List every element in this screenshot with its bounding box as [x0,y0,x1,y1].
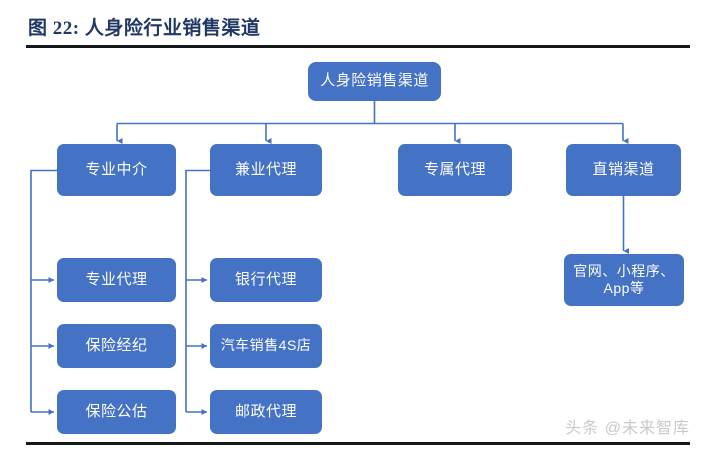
node-postal-agency[interactable]: 邮政代理 [210,390,322,434]
page-title: 图 22: 人身险行业销售渠道 [28,18,261,39]
node-part-time-agency[interactable]: 兼业代理 [210,144,322,196]
edge-n1-spine [30,169,57,412]
node-root-sales-channels[interactable]: 人身险销售渠道 [308,62,441,101]
figure-divider-bottom [26,442,690,445]
node-auto-4s-dealership[interactable]: 汽车销售4S店 [210,324,322,368]
node-professional-intermediary[interactable]: 专业中介 [57,144,176,196]
node-insurance-brokerage[interactable]: 保险经纪 [57,324,176,368]
watermark: 头条 @未来智库 [565,420,690,437]
node-exclusive-agency[interactable]: 专属代理 [398,144,512,196]
edge-n2-spine [185,169,210,412]
title-divider-top [26,45,690,48]
node-bank-agency[interactable]: 银行代理 [210,258,322,302]
node-direct-sales-channel[interactable]: 直销渠道 [566,144,681,196]
node-official-site-miniprogram-app[interactable]: 官网、小程序、 App等 [564,254,684,306]
node-insurance-loss-adjusting[interactable]: 保险公估 [57,390,176,434]
node-professional-agency[interactable]: 专业代理 [57,258,176,302]
